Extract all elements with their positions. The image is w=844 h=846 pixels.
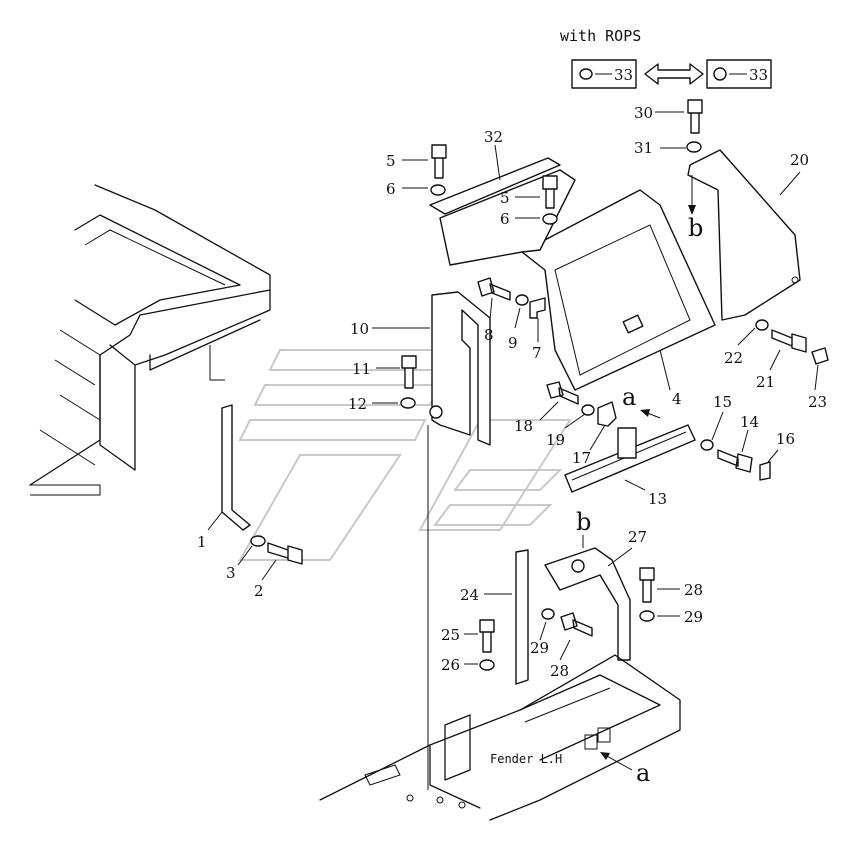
fender-label: Fender L.H <box>490 752 562 766</box>
latch-part-4 <box>622 314 644 334</box>
clip-part-7 <box>529 297 546 319</box>
callout-21: 21 <box>756 373 775 391</box>
callout-2: 2 <box>254 582 264 600</box>
callout-31: 31 <box>634 139 653 157</box>
callout-3: 3 <box>226 564 236 582</box>
callout-33-a: 33 <box>614 66 633 84</box>
callout-27: 27 <box>628 528 647 546</box>
bracket-part-24 <box>515 549 529 685</box>
pivot-part-10 <box>429 405 443 419</box>
washer-part-9 <box>515 294 529 306</box>
washer-part-12 <box>400 397 416 409</box>
bolt-part-28-a <box>560 612 593 637</box>
part-33-icon-right <box>713 67 727 81</box>
callout-6-b: 6 <box>500 210 510 228</box>
bolt-part-25 <box>479 619 495 653</box>
callout-5-b: 5 <box>500 189 510 207</box>
callout-24: 24 <box>460 586 479 604</box>
callout-19: 19 <box>546 431 565 449</box>
callout-15: 15 <box>713 393 732 411</box>
callout-5-a: 5 <box>386 152 396 170</box>
letter-b-top: b <box>688 214 703 242</box>
washer-part-22 <box>755 319 769 331</box>
bolt-part-5-b <box>542 175 558 209</box>
washer-part-19 <box>581 404 595 416</box>
stud-part-27 <box>571 559 585 573</box>
callout-25: 25 <box>441 626 460 644</box>
callout-12: 12 <box>348 395 367 413</box>
letter-a-mid: a <box>622 383 636 411</box>
callout-17: 17 <box>572 449 591 467</box>
fender-frame <box>319 654 681 821</box>
callout-23: 23 <box>808 393 827 411</box>
bolt-part-14 <box>717 449 753 473</box>
washer-part-3 <box>250 535 266 547</box>
double-arrow <box>644 63 704 85</box>
callout-1: 1 <box>197 533 207 551</box>
bracket-part-17 <box>597 401 617 427</box>
washer-part-6-b <box>542 213 558 225</box>
cap-part-23 <box>811 347 829 365</box>
bolt-part-28-b <box>639 567 655 603</box>
callout-7: 7 <box>532 344 542 362</box>
bolt-part-2 <box>267 542 303 565</box>
callout-29-a: 29 <box>530 639 549 657</box>
bolt-part-11 <box>401 355 417 389</box>
letter-a-bottom: a <box>636 759 650 787</box>
washer-part-15 <box>700 439 714 451</box>
washer-part-29-b <box>639 610 655 622</box>
callout-28-b: 28 <box>684 581 703 599</box>
washer-part-26 <box>479 659 495 671</box>
leader-lines <box>207 111 819 665</box>
callout-28-a: 28 <box>550 662 569 680</box>
callout-13: 13 <box>648 490 667 508</box>
bolt-part-18 <box>546 381 579 405</box>
callout-4: 4 <box>672 390 682 408</box>
bolt-part-8 <box>477 277 511 301</box>
cover-part-4 <box>521 189 716 391</box>
machine-frame-left <box>29 184 271 496</box>
callout-10: 10 <box>350 320 369 338</box>
cover-part-20 <box>687 149 801 321</box>
bracket-part-27 <box>544 547 631 661</box>
bolt-part-30 <box>687 99 703 134</box>
bolt-part-21 <box>771 329 807 353</box>
callout-26: 26 <box>441 656 460 674</box>
letter-b-mid: b <box>576 508 591 536</box>
washer-part-6-a <box>430 184 446 196</box>
washer-part-29-a <box>541 608 555 620</box>
callout-30: 30 <box>634 104 653 122</box>
part-33-icon-left <box>579 68 593 80</box>
rops-caption: with ROPS <box>560 27 641 45</box>
callout-22: 22 <box>724 349 743 367</box>
bolt-part-5-a <box>431 144 447 179</box>
callout-29-b: 29 <box>684 608 703 626</box>
callout-18: 18 <box>514 417 533 435</box>
callout-numbers: 5 6 32 5 6 10 11 12 8 9 7 4 31 30 20 22 … <box>197 104 827 680</box>
plate-part-32 <box>429 157 561 215</box>
bracket-part-1 <box>221 404 251 531</box>
callout-20: 20 <box>790 151 809 169</box>
callout-14: 14 <box>740 413 759 431</box>
callout-8: 8 <box>484 326 494 344</box>
callout-33-b: 33 <box>749 66 768 84</box>
washer-part-31 <box>686 141 702 153</box>
cap-part-16 <box>759 461 771 481</box>
callout-32: 32 <box>484 128 503 146</box>
clamp-part-13 <box>617 427 637 459</box>
callout-9: 9 <box>508 334 518 352</box>
panel-top-part-32 <box>439 169 576 266</box>
callout-16: 16 <box>776 430 795 448</box>
bracket-part-10 <box>431 291 491 446</box>
callout-6-a: 6 <box>386 180 396 198</box>
callout-11: 11 <box>352 360 371 378</box>
